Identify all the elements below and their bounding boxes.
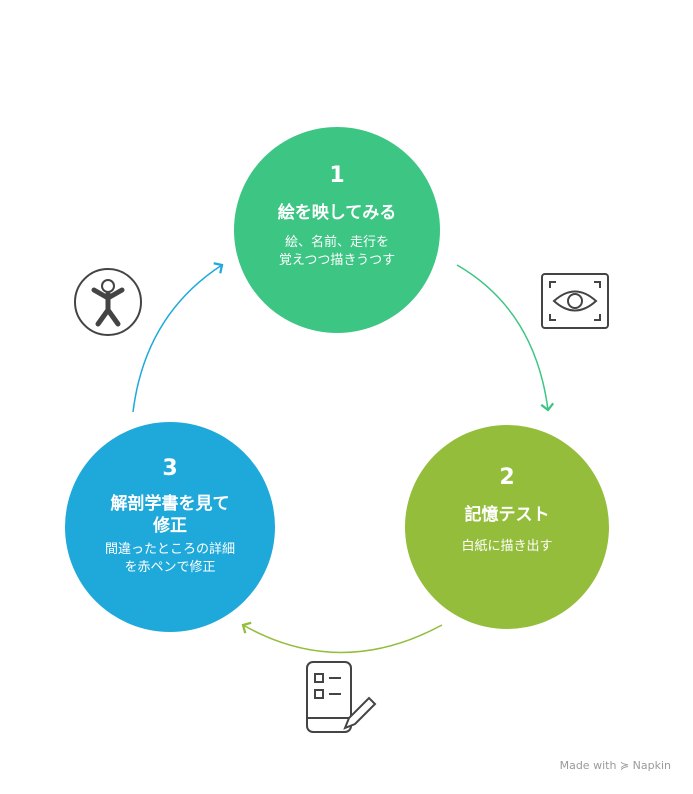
step-title: 記憶テスト bbox=[464, 505, 550, 525]
step-desc: 覚えつつ描きうつす bbox=[278, 253, 396, 268]
napkin-logo-icon: ≽ bbox=[619, 759, 630, 772]
eye-icon bbox=[541, 273, 609, 329]
human-body-icon bbox=[74, 268, 142, 336]
step-1-circle: 1 絵を映してみる 絵、名前、走行を 覚えつつ描きうつす bbox=[234, 127, 440, 333]
step-desc: 白紙に描き出す bbox=[461, 539, 553, 554]
step-desc: 間違ったところの詳細 bbox=[104, 542, 235, 557]
step-number: 2 bbox=[499, 465, 515, 490]
step-desc: 絵、名前、走行を bbox=[284, 235, 389, 250]
step-number: 3 bbox=[162, 456, 178, 481]
napkin-brand: Napkin bbox=[632, 759, 671, 772]
made-with-napkin: Made with ≽ Napkin bbox=[560, 759, 671, 772]
step-desc: を赤ペンで修正 bbox=[124, 560, 216, 575]
step-title: 解剖学書を見て bbox=[110, 494, 230, 514]
arrow-2-to-3 bbox=[241, 621, 443, 654]
step-3-circle: 3 解剖学書を見て 修正 間違ったところの詳細 を赤ペンで修正 bbox=[65, 422, 275, 632]
step-title: 絵を映してみる bbox=[277, 203, 397, 223]
arrow-3-to-1 bbox=[132, 262, 224, 413]
checklist-pencil-icon bbox=[306, 661, 377, 733]
made-with-label: Made with bbox=[559, 759, 617, 772]
step-number: 1 bbox=[329, 163, 345, 188]
step-title: 修正 bbox=[153, 516, 187, 536]
arrow-1-to-2 bbox=[456, 264, 555, 412]
step-2-circle: 2 記憶テスト 白紙に描き出す bbox=[405, 425, 609, 629]
